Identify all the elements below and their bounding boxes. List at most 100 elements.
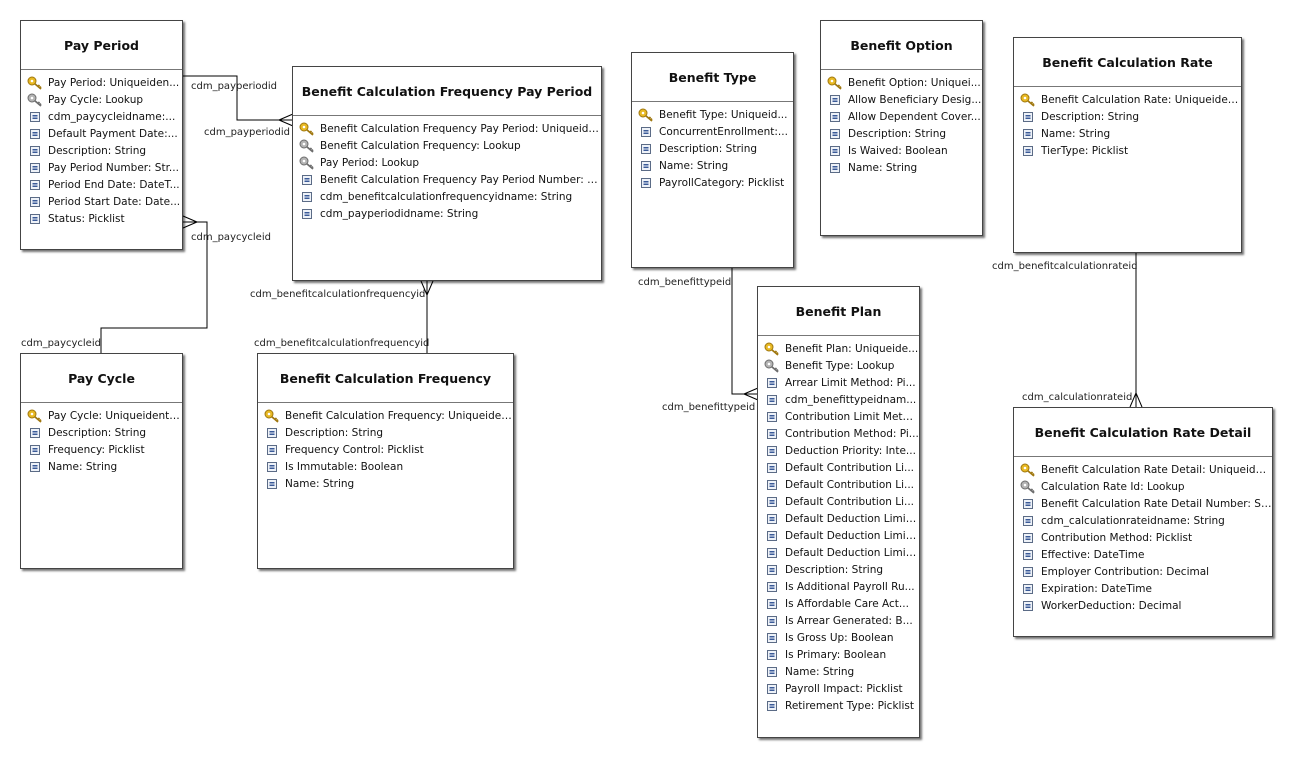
entity-field[interactable]: Default Deduction Limit...: [758, 527, 919, 544]
entity-field[interactable]: Benefit Calculation Frequency Pay Period…: [293, 171, 601, 188]
foreign-key-icon: [1020, 480, 1036, 494]
entity-field[interactable]: cdm_paycycleidname:...: [21, 108, 182, 125]
entity-field[interactable]: Name: String: [21, 458, 182, 475]
entity-field[interactable]: Benefit Plan: Uniqueide...: [758, 340, 919, 357]
entity-field[interactable]: Pay Cycle: Lookup: [21, 91, 182, 108]
entity-field[interactable]: Description: String: [758, 561, 919, 578]
field-label: Frequency Control: Picklist: [285, 443, 424, 456]
entity-field[interactable]: Calculation Rate Id: Lookup: [1014, 478, 1272, 495]
entity-field[interactable]: Allow Dependent Cover...: [821, 108, 982, 125]
entity-field[interactable]: Benefit Calculation Frequency Pay Period…: [293, 120, 601, 137]
entity-field[interactable]: Frequency: Picklist: [21, 441, 182, 458]
entity-field[interactable]: Name: String: [821, 159, 982, 176]
entity-field[interactable]: Description: String: [1014, 108, 1241, 125]
entity-field[interactable]: Default Payment Date:...: [21, 125, 182, 142]
entity-field[interactable]: Default Deduction Limit...: [758, 510, 919, 527]
entity-field[interactable]: Pay Period: Lookup: [293, 154, 601, 171]
entity-field[interactable]: TierType: Picklist: [1014, 142, 1241, 159]
field-label: Pay Period: Lookup: [320, 156, 420, 169]
crows-foot-paycycle: [182, 215, 198, 229]
field-label: Status: Picklist: [48, 212, 125, 225]
entity-field[interactable]: cdm_payperiodidname: String: [293, 205, 601, 222]
entity-benefit-option[interactable]: Benefit Option Benefit Option: Uniquei..…: [820, 20, 983, 236]
entity-field[interactable]: Is Additional Payroll Ru...: [758, 578, 919, 595]
entity-field[interactable]: PayrollCategory: Picklist: [632, 174, 793, 191]
entity-benefit-calculation-rate[interactable]: Benefit Calculation Rate Benefit Calcula…: [1013, 37, 1242, 253]
entity-field[interactable]: Description: String: [258, 424, 513, 441]
attribute-icon: [764, 461, 780, 475]
entity-field[interactable]: Contribution Method: Picklist: [1014, 529, 1272, 546]
entity-field[interactable]: Pay Cycle: Uniqueidenti...: [21, 407, 182, 424]
entity-field[interactable]: Is Immutable: Boolean: [258, 458, 513, 475]
entity-field[interactable]: ConcurrentEnrollment:...: [632, 123, 793, 140]
entity-field[interactable]: Name: String: [758, 663, 919, 680]
attribute-icon: [764, 410, 780, 424]
entity-field[interactable]: Benefit Calculation Rate Detail Number: …: [1014, 495, 1272, 512]
field-label: TierType: Picklist: [1041, 144, 1129, 157]
entity-field[interactable]: Status: Picklist: [21, 210, 182, 227]
entity-field[interactable]: Effective: DateTime: [1014, 546, 1272, 563]
entity-field[interactable]: Benefit Calculation Frequency: Uniqueide…: [258, 407, 513, 424]
attribute-icon: [764, 631, 780, 645]
entity-field[interactable]: Description: String: [21, 142, 182, 159]
entity-field[interactable]: Is Gross Up: Boolean: [758, 629, 919, 646]
entity-field[interactable]: Is Arrear Generated: B...: [758, 612, 919, 629]
entity-field[interactable]: Pay Period: Uniqueiden...: [21, 74, 182, 91]
entity-field[interactable]: Benefit Option: Uniquei...: [821, 74, 982, 91]
relationship-label: cdm_paycycleid: [21, 338, 101, 349]
entity-field[interactable]: Benefit Calculation Frequency: Lookup: [293, 137, 601, 154]
field-label: cdm_benefittypeidnam...: [785, 393, 917, 406]
entity-pay-period[interactable]: Pay Period Pay Period: Uniqueiden...Pay …: [20, 20, 183, 250]
entity-field[interactable]: WorkerDeduction: Decimal: [1014, 597, 1272, 614]
entity-field[interactable]: Deduction Priority: Inte...: [758, 442, 919, 459]
entity-field[interactable]: Period Start Date: Date...: [21, 193, 182, 210]
entity-field[interactable]: Benefit Calculation Rate: Uniqueident...: [1014, 91, 1241, 108]
entity-field[interactable]: Description: String: [21, 424, 182, 441]
field-label: Description: String: [785, 563, 884, 576]
entity-field[interactable]: Frequency Control: Picklist: [258, 441, 513, 458]
entity-field[interactable]: Is Waived: Boolean: [821, 142, 982, 159]
entity-field[interactable]: Is Primary: Boolean: [758, 646, 919, 663]
entity-field[interactable]: Period End Date: DateT...: [21, 176, 182, 193]
entity-field[interactable]: Benefit Type: Uniqueid...: [632, 106, 793, 123]
entity-field[interactable]: Pay Period Number: Str...: [21, 159, 182, 176]
entity-field[interactable]: cdm_benefittypeidnam...: [758, 391, 919, 408]
entity-benefit-calculation-frequency[interactable]: Benefit Calculation Frequency Benefit Ca…: [257, 353, 514, 569]
entity-field[interactable]: Retirement Type: Picklist: [758, 697, 919, 714]
entity-benefit-calculation-rate-detail[interactable]: Benefit Calculation Rate Detail Benefit …: [1013, 407, 1273, 637]
field-label: cdm_benefitcalculationfrequencyidname: S…: [320, 190, 573, 203]
entity-field[interactable]: Description: String: [821, 125, 982, 142]
attribute-icon: [1020, 110, 1036, 124]
field-label: WorkerDeduction: Decimal: [1041, 599, 1182, 612]
entity-field[interactable]: Contribution Method: Pi...: [758, 425, 919, 442]
entity-field[interactable]: cdm_benefitcalculationfrequencyidname: S…: [293, 188, 601, 205]
attribute-icon: [1020, 548, 1036, 562]
entity-field[interactable]: Default Deduction Limit...: [758, 544, 919, 561]
entity-field[interactable]: Expiration: DateTime: [1014, 580, 1272, 597]
attribute-icon: [27, 144, 43, 158]
entity-benefit-type[interactable]: Benefit Type Benefit Type: Uniqueid...Co…: [631, 52, 794, 268]
entity-benefit-plan[interactable]: Benefit Plan Benefit Plan: Uniqueide...B…: [757, 286, 920, 738]
primary-key-icon: [1020, 463, 1036, 477]
entity-field[interactable]: Default Contribution Li...: [758, 493, 919, 510]
entity-pay-cycle[interactable]: Pay Cycle Pay Cycle: Uniqueidenti...Desc…: [20, 353, 183, 569]
entity-field[interactable]: Payroll Impact: Picklist: [758, 680, 919, 697]
entity-field[interactable]: cdm_calculationrateidname: String: [1014, 512, 1272, 529]
entity-field[interactable]: Default Contribution Li...: [758, 459, 919, 476]
entity-field[interactable]: Employer Contribution: Decimal: [1014, 563, 1272, 580]
entity-field[interactable]: Is Affordable Care Act...: [758, 595, 919, 612]
entity-field[interactable]: Default Contribution Li...: [758, 476, 919, 493]
entity-field[interactable]: Benefit Calculation Rate Detail: Uniquei…: [1014, 461, 1272, 478]
entity-field[interactable]: Name: String: [1014, 125, 1241, 142]
entity-field[interactable]: Description: String: [632, 140, 793, 157]
entity-field[interactable]: Benefit Type: Lookup: [758, 357, 919, 374]
primary-key-icon: [764, 342, 780, 356]
attribute-icon: [27, 178, 43, 192]
entity-field[interactable]: Name: String: [258, 475, 513, 492]
entity-field[interactable]: Contribution Limit Meth...: [758, 408, 919, 425]
attribute-icon: [1020, 565, 1036, 579]
entity-field[interactable]: Allow Beneficiary Desig...: [821, 91, 982, 108]
entity-field[interactable]: Name: String: [632, 157, 793, 174]
entity-field[interactable]: Arrear Limit Method: Pi...: [758, 374, 919, 391]
entity-benefit-calculation-frequency-pay-period[interactable]: Benefit Calculation Frequency Pay Period…: [292, 66, 602, 281]
